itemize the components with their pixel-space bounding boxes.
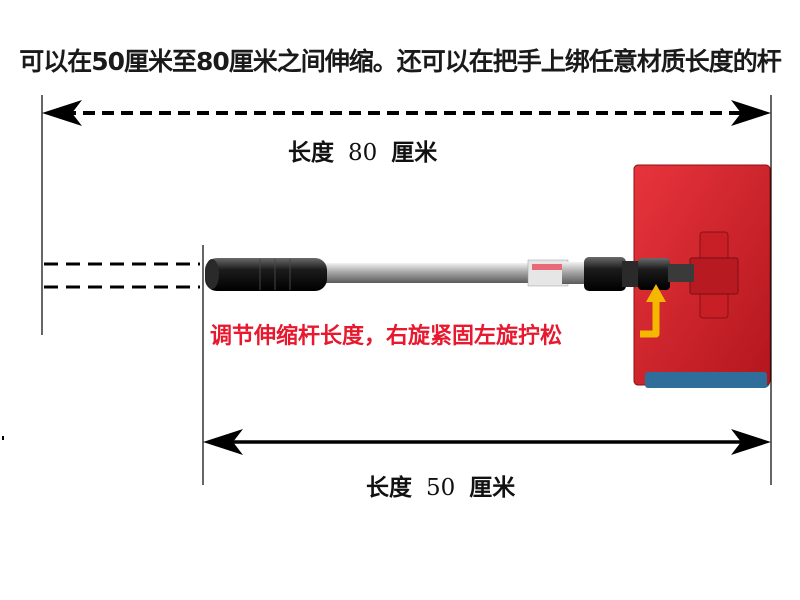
min-length-arrow	[203, 429, 771, 455]
headline: 可以在50厘米至80厘米之间伸缩。还可以在把手上绑任意材质长度的杆	[19, 47, 782, 76]
rotate-arrow-icon	[640, 284, 666, 338]
max-length-label: 长度 80 厘米	[288, 133, 437, 167]
max-length-prefix: 长度	[288, 139, 334, 166]
adjust-instruction: 调节伸缩杆长度，右旋紧固左旋拧松	[210, 323, 563, 349]
min-length-label: 长度 50 厘米	[366, 468, 515, 502]
max-length-value: 80	[348, 140, 378, 166]
grip-handle	[205, 258, 327, 291]
locking-collar	[584, 257, 694, 291]
edge-mark	[2, 436, 4, 440]
telescopic-pole	[318, 259, 590, 287]
pole-extension-dashes	[44, 262, 200, 289]
mop-head	[633, 164, 771, 388]
min-length-value: 50	[426, 475, 456, 501]
min-length-unit: 厘米	[469, 474, 516, 501]
max-length-unit: 厘米	[391, 139, 438, 166]
min-length-prefix: 长度	[366, 474, 412, 501]
max-length-arrow	[42, 100, 771, 126]
